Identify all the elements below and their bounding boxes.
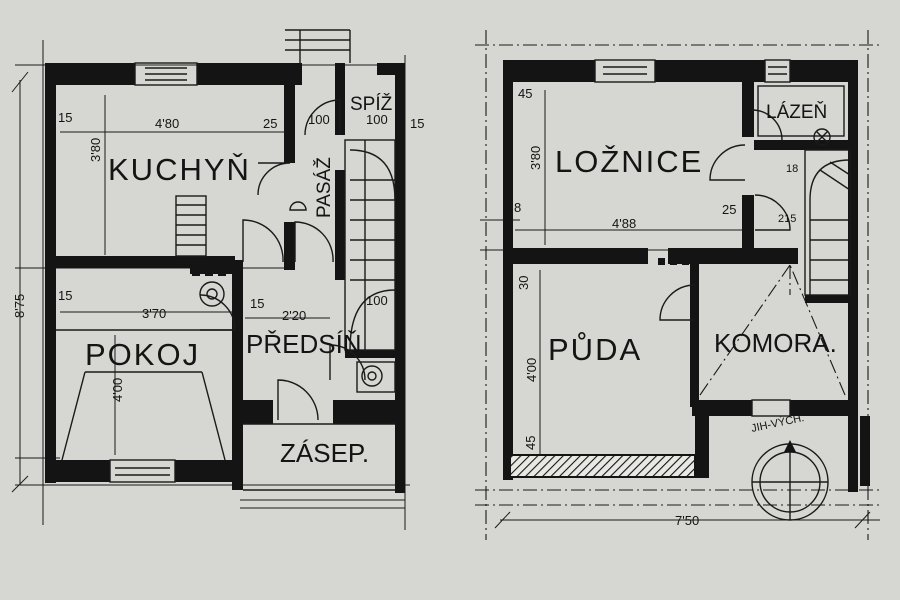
- dimension-label: 3'70: [142, 306, 166, 321]
- compass-label: JIH-VÝCH.: [750, 411, 805, 435]
- dimension-label: 8: [514, 200, 521, 215]
- ground-floor-room-lines: [55, 29, 395, 491]
- upper-floor-plan: JIH-VÝCH. LOŽNICE LÁZEŇ PŮDA KOMORA. 4'8…: [475, 30, 880, 540]
- dimension-label: 15: [58, 288, 72, 303]
- dimension-label: 30: [516, 276, 531, 290]
- dimension-label: 100: [308, 112, 330, 127]
- upper-floor-doors: [659, 109, 791, 321]
- dimension-label: 15: [58, 110, 72, 125]
- dimension-label: 3'80: [88, 138, 103, 162]
- dimension-label: 15: [250, 296, 264, 311]
- dimension-label: 25: [722, 202, 736, 217]
- dimension-label: 7'50: [675, 513, 699, 528]
- dimension-label: 3'80: [528, 146, 543, 170]
- room-label-kitchen: KUCHYŇ: [108, 152, 251, 187]
- room-label-room: POKOJ: [85, 337, 200, 372]
- room-label-pantry: SPÍŽ: [350, 93, 393, 115]
- dimension-label: 100: [366, 293, 388, 308]
- dimension-label: 45: [518, 86, 532, 101]
- room-label-passage: PASÁŽ: [313, 157, 335, 218]
- dimension-label: 4'00: [110, 378, 125, 402]
- ground-floor-plan: KUCHYŇ SPÍŽ PASÁŽ POKOJ PŘEDSÍŇ ZÁSEP. 4…: [11, 29, 424, 530]
- room-label-bathroom: LÁZEŇ: [766, 101, 827, 123]
- dimension-label: 2'20: [282, 308, 306, 323]
- dimension-label: 45: [523, 436, 538, 450]
- room-label-bedroom: LOŽNICE: [555, 144, 703, 179]
- room-label-vestibule: ZÁSEP.: [280, 438, 369, 468]
- dimension-label: 25: [263, 116, 277, 131]
- dimension-label: 4'00: [524, 358, 539, 382]
- dimension-label: 4'80: [155, 116, 179, 131]
- dimension-label: 215: [778, 213, 796, 225]
- upper-floor-walls: [503, 60, 870, 492]
- dimension-label: 4'88: [612, 216, 636, 231]
- ground-floor-doors: [199, 99, 366, 421]
- compass-rose: [751, 440, 829, 521]
- room-label-attic: PŮDA: [548, 331, 642, 367]
- upper-floor-dimension-lines: [515, 90, 742, 455]
- dimension-label: 8'75: [12, 294, 27, 318]
- dimension-label: 15: [410, 116, 424, 131]
- upper-floor-roof-lines: [699, 264, 846, 396]
- dimension-label: 100: [366, 112, 388, 127]
- room-label-hall: PŘEDSÍŇ: [246, 329, 362, 359]
- room-label-storeroom: KOMORA.: [714, 328, 837, 358]
- upper-floor-windows: [594, 59, 791, 417]
- ground-floor-windows: [109, 62, 198, 483]
- ground-floor-stove: [175, 195, 226, 307]
- ground-floor-walls: [45, 63, 405, 493]
- upper-floor-staircase: [804, 149, 851, 296]
- ground-floor-dimension-lines: [60, 95, 330, 455]
- ground-floor-staircase: [344, 139, 396, 393]
- dimension-label: 18: [786, 163, 798, 175]
